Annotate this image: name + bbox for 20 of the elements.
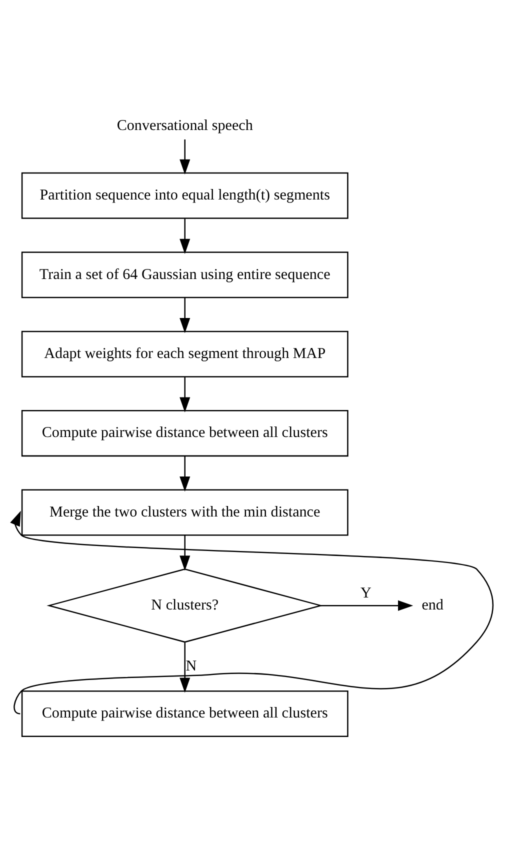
arrow	[179, 138, 190, 174]
edge-label: Y	[360, 585, 371, 602]
arrow	[179, 534, 190, 570]
arrow	[179, 376, 190, 412]
arrow	[179, 218, 190, 254]
arrow	[10, 510, 493, 714]
edge-label: N	[185, 658, 196, 674]
node-text: Conversational speech	[116, 117, 252, 134]
node-box: Compute pairwise distance between all clusters	[20, 690, 348, 736]
arrow	[179, 456, 190, 492]
node-box: Merge the two clusters with the min distance	[20, 488, 348, 536]
node-diamond: N clusters?	[46, 568, 323, 642]
node-box: Compute pairwise distance between all clusters	[20, 410, 348, 456]
node-text: end	[421, 596, 443, 613]
arrow	[179, 642, 190, 692]
arrow	[320, 600, 413, 610]
node-box: Adapt weights for each segment through MAP	[20, 330, 348, 377]
arrow	[179, 297, 190, 333]
node-box: Partition sequence into equal length(t) segments	[20, 172, 348, 218]
node-box: Train a set of 64 Gaussian using entire sequence	[20, 251, 348, 298]
